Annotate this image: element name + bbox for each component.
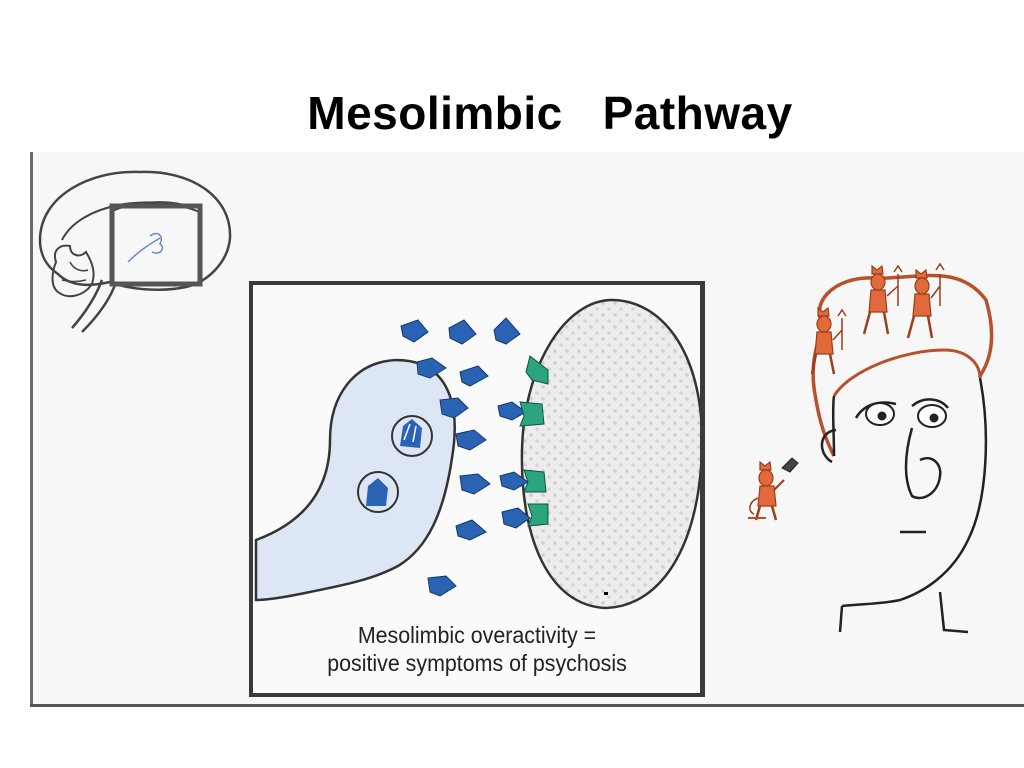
dopamine-receptors [519, 355, 549, 527]
mark-dot [604, 592, 608, 595]
devil-figure-icon [810, 306, 847, 375]
postsynaptic-neuron [520, 298, 704, 610]
scan-bottom-edge [30, 704, 1024, 707]
devil-figure-icon [862, 264, 903, 335]
worried-face-icon [811, 273, 994, 634]
presynaptic-terminal [254, 358, 456, 602]
synaptic-vesicle [357, 471, 399, 513]
brain-sagittal-icon [38, 170, 232, 333]
devil-figure-icon [748, 460, 785, 521]
dopamine-molecules [400, 317, 531, 597]
caption-line-2: positive symptoms of psychosis [327, 650, 627, 676]
gun-icon [781, 457, 799, 473]
scan-left-edge [30, 152, 33, 707]
panel-right-border [700, 283, 704, 695]
devil-figure-icon [906, 262, 945, 339]
slide-title: Mesolimbic Pathway [307, 87, 793, 139]
caption-line-1: Mesolimbic overactivity = [357, 622, 597, 648]
synaptic-vesicle [391, 415, 433, 457]
